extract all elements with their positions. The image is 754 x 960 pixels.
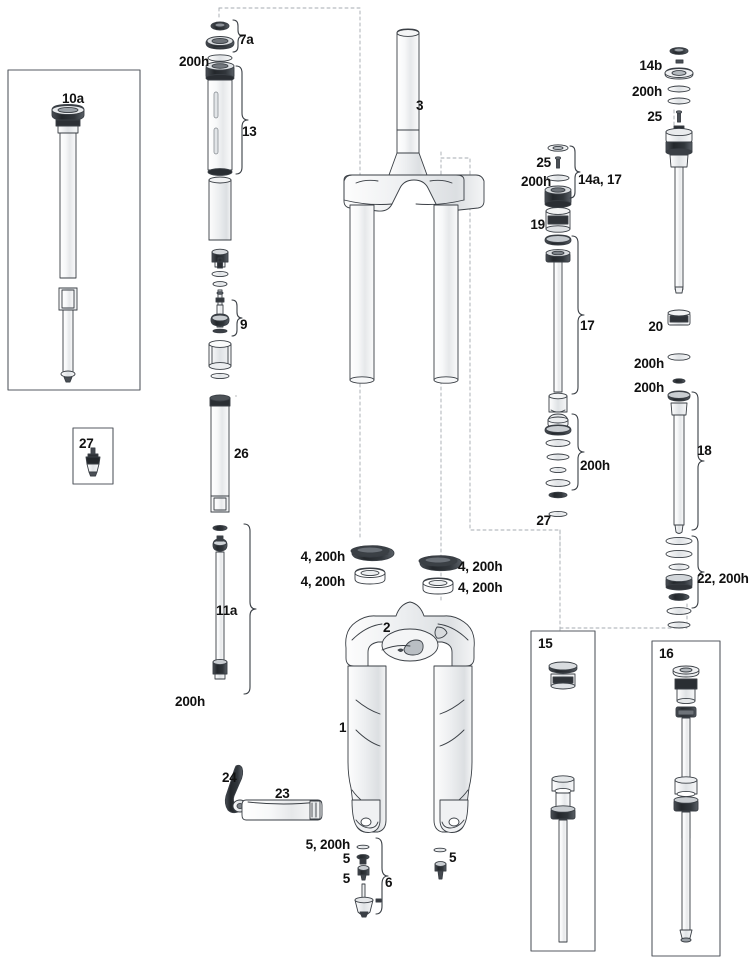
callout-15: 15 (538, 636, 553, 651)
callout-4-200h: 4, 200h (300, 574, 346, 589)
callout-17: 17 (580, 318, 595, 333)
callout-200h: 200h (634, 380, 664, 395)
callout-200h: 200h (580, 458, 610, 473)
callout-5: 5 (342, 851, 351, 866)
callout-14b: 14b (639, 58, 662, 73)
callout-200h: 200h (632, 84, 662, 99)
callout-10a: 10a (62, 91, 84, 106)
callout-200h: 200h (521, 174, 551, 189)
callout-200h: 200h (175, 694, 205, 709)
callout-6: 6 (385, 875, 393, 890)
callout-2: 2 (383, 620, 391, 635)
callout-3: 3 (416, 98, 424, 113)
callout-4-200h: 4, 200h (300, 549, 346, 564)
callout-200h: 200h (179, 54, 209, 69)
callout-16: 16 (659, 646, 674, 661)
callout-19: 19 (530, 217, 545, 232)
callout-22-200h: 22, 200h (697, 571, 749, 586)
callout-11a: 11a (216, 603, 238, 618)
callout-25: 25 (536, 155, 551, 170)
callout-14a-17: 14a, 17 (578, 172, 622, 187)
callout-9: 9 (240, 317, 248, 332)
callout-5: 5 (449, 850, 457, 865)
callout-7a: 7a (239, 32, 254, 47)
callout-5-200h: 5, 200h (305, 837, 351, 852)
callout-24: 24 (222, 770, 237, 785)
callout-27: 27 (536, 513, 551, 528)
callout-23: 23 (275, 786, 290, 801)
callout-27: 27 (79, 436, 94, 451)
callout-13: 13 (242, 124, 257, 139)
callout-26: 26 (234, 446, 249, 461)
callout-18: 18 (697, 443, 712, 458)
callout-200h: 200h (634, 356, 664, 371)
callout-5: 5 (342, 871, 351, 886)
callout-25: 25 (647, 109, 662, 124)
callout-1: 1 (339, 720, 347, 735)
callout-20: 20 (648, 319, 663, 334)
callout-4-200h: 4, 200h (458, 580, 503, 595)
callout-4-200h: 4, 200h (458, 559, 503, 574)
